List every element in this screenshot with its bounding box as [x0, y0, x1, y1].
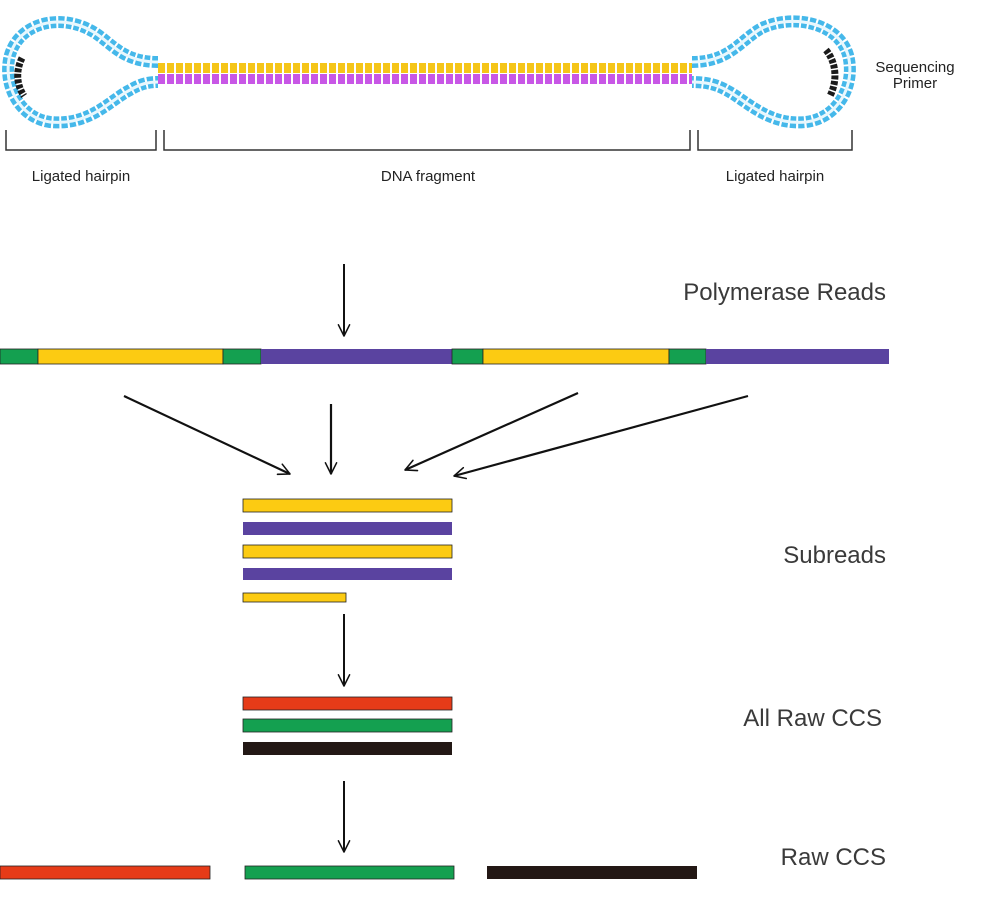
ccs-bar: [242, 718, 453, 733]
subread: [242, 544, 453, 559]
right-primer: [823, 47, 839, 98]
read-segment: [706, 349, 889, 364]
read-segment: [668, 348, 707, 365]
read-segment: [261, 349, 452, 364]
arrow-from-segment-3: [404, 391, 579, 472]
read-segment: [37, 348, 224, 365]
right-hairpin-label: Ligated hairpin: [726, 168, 824, 185]
left-primer: [14, 56, 28, 98]
right-hairpin-loop: [691, 15, 856, 129]
converging-arrows: [123, 391, 749, 480]
region-brackets: [5, 130, 853, 151]
all-raw-ccs-label: All Raw CCS: [743, 705, 882, 732]
dna-fragment-label: DNA fragment: [381, 168, 476, 185]
ccs-bar: [242, 696, 453, 711]
read-segment: [482, 348, 670, 365]
polymerase-reads-label: Polymerase Reads: [683, 279, 886, 306]
raw-ccs-label: Raw CCS: [781, 844, 886, 871]
right-hairpin-bracket: [697, 130, 853, 151]
subread: [243, 568, 452, 580]
subreads-label: Subreads: [783, 542, 886, 569]
arrow-from-segment-1: [123, 395, 291, 476]
read-segment: [0, 348, 39, 365]
arrow-from-segment-4: [453, 394, 749, 480]
left-hairpin-bracket: [5, 130, 157, 151]
subread: [242, 498, 453, 513]
read-segment: [222, 348, 262, 365]
raw-ccs-bar: [0, 865, 211, 880]
subreads-stack: [242, 498, 453, 603]
raw-ccs-bar: [244, 865, 455, 880]
raw-ccs-bar: [487, 866, 697, 879]
ccs-bar: [243, 742, 452, 755]
sequencing-primer-label-line1: Sequencing: [875, 59, 954, 76]
left-hairpin-loop: [2, 16, 159, 129]
dna-fragment-bracket: [163, 130, 691, 151]
subread: [243, 522, 452, 535]
subread: [242, 592, 347, 603]
polymerase-read-bar: [0, 348, 889, 365]
dna-fragment-strands: [158, 63, 692, 84]
smrtbell-template: Ligated hairpin DNA fragment Ligated hai…: [2, 15, 955, 185]
sequencing-primer-label-line2: Primer: [893, 75, 937, 92]
raw-ccs-row: [0, 865, 697, 880]
read-segment: [451, 348, 484, 365]
all-raw-ccs-stack: [242, 696, 453, 755]
left-hairpin-label: Ligated hairpin: [32, 168, 130, 185]
